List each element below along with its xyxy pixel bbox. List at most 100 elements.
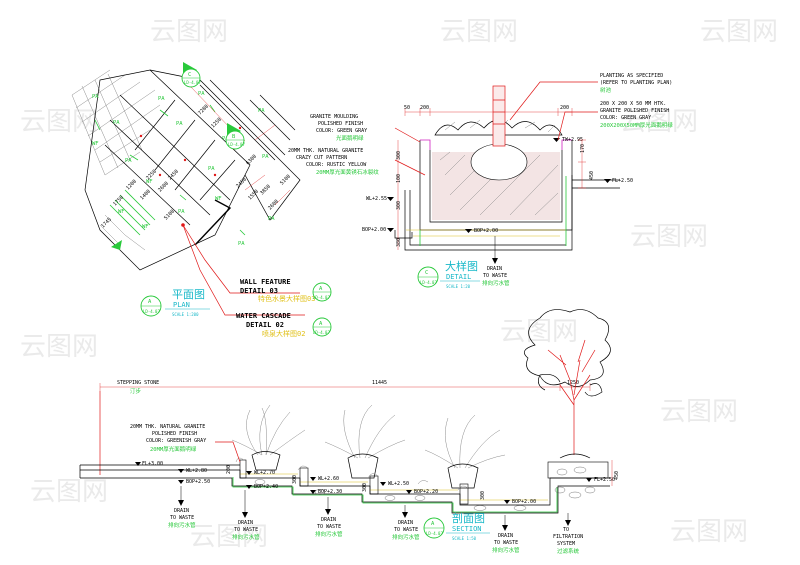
section-title-en: SECTION — [452, 525, 482, 533]
plant-3 — [424, 414, 506, 489]
note-granite: 200 X 200 X 50 MM HTK. — [600, 101, 666, 107]
section-scale: SCALE 1:50 — [452, 536, 477, 541]
level-fl-300: FL+3.00 — [142, 461, 163, 467]
section-drain-1: DRAIN TO WASTE 排向污水管 — [168, 486, 196, 529]
filtration-text: SYSTEM — [557, 541, 575, 547]
tag-pa: PA — [198, 91, 205, 97]
watermark: 云图网 — [440, 17, 518, 47]
watermark: 云图网 — [660, 397, 738, 427]
section-basins — [79, 459, 610, 514]
tag-pa: PA — [158, 96, 165, 102]
filtration-text: TO — [563, 527, 569, 533]
detail-dim-right: 170 — [580, 144, 586, 153]
level-bop-220: BOP+2.20 — [414, 489, 438, 495]
detail-dim-right: 450 — [589, 171, 595, 180]
plan-arrow — [111, 240, 122, 250]
note-crazy: COLOR: RUSTIC YELLOW — [306, 162, 367, 168]
section-mat-note: POLISHED FINISH — [152, 431, 197, 437]
plan-paving — [71, 69, 161, 176]
wall-feature-ref: A — [319, 286, 323, 292]
water-cascade-cn: 喷泉大样图02 — [262, 329, 305, 338]
filtration-cn: 过滤系统 — [557, 547, 580, 555]
plan-dim: 1200 — [125, 179, 138, 192]
section-drain-text: DRAIN — [174, 508, 189, 514]
tag-pa: PA — [262, 154, 269, 160]
plan-dim: 7280 — [197, 104, 210, 117]
watermark: 云图网 — [500, 317, 578, 347]
callout-c-sheet: LD-4.07 — [184, 80, 201, 85]
water-cascade-ref: A — [319, 321, 323, 327]
level-bop2: BOP+2.00 — [474, 228, 498, 234]
section-drain-5: DRAIN TO WASTE 排向污水管 — [492, 515, 520, 554]
detail-ref-sheet: LD-4.07 — [420, 280, 437, 285]
section-drain-text: DRAIN — [498, 533, 513, 539]
section-dims: 200 300 300 300 450 — [226, 460, 620, 500]
planter-hatch — [432, 151, 560, 220]
detail-dim-left: 300 — [396, 201, 402, 210]
section-drain-4: DRAIN TO WASTE 排向污水管 — [392, 505, 420, 541]
wall-feature-detail: DETAIL 03 — [240, 287, 278, 295]
note-granite: GRANITE POLISHED FINISH — [600, 108, 669, 114]
detail-dim-left: 380 — [396, 238, 402, 247]
detail-ref-letter: C — [425, 270, 428, 276]
level-wl-250: WL+2.50 — [388, 481, 409, 487]
section-dim: 200 — [226, 465, 232, 474]
plan-walls — [84, 69, 301, 271]
section-drain-text: TO WASTE — [234, 527, 258, 533]
tag-wf: WF — [118, 209, 125, 215]
detail-scale: SCALE 1:20 — [446, 284, 471, 289]
plan-title-block: A LD-4.07 平面图 PLAN SCALE 1:200 — [140, 288, 210, 317]
note-granite: COLOR: GREEN GRAY — [600, 115, 651, 121]
detail-drain: DRAIN TO WASTE 排向污水管 — [482, 236, 510, 287]
drain-text: DRAIN — [487, 266, 502, 272]
section-note: 20MM THK. NATURAL GRANITE POLISHED FINIS… — [130, 424, 241, 463]
plan-leaders — [181, 223, 305, 316]
stepping-stone-cn: 汀步 — [130, 388, 142, 395]
section-title-cn: 剖面图 — [452, 511, 485, 525]
plan-dim: 1750 — [112, 195, 125, 208]
plan-dimensions: 7280 1250 2250 2600 2450 1200 1750 1400 … — [100, 104, 292, 230]
level-bop: BOP+2.00 — [362, 227, 386, 233]
section-right-dim: 1250 — [567, 380, 579, 386]
detail-dim: 200 — [420, 105, 429, 111]
detail-title-cn: 大样图 — [445, 259, 478, 273]
detail-notes: PLANTING AS SPECIFIED (REFER TO PLANTING… — [288, 73, 673, 176]
note-moulding: POLISHED FINISH — [318, 121, 363, 127]
section-ref-sheet: LD-4.07 — [426, 531, 443, 536]
watermark: 云图网 — [620, 107, 698, 137]
wall-feature-cn: 特色水景大样图03 — [258, 294, 315, 303]
level-bop-230: BOP+2.30 — [318, 489, 342, 495]
plan-ref-sheet: LD-4.07 — [143, 309, 160, 314]
detail-tree-trunk — [492, 85, 506, 147]
wall-feature-sheet: LD-4.07 — [313, 295, 330, 300]
section-mat-note: COLOR: GREENISH GRAY — [146, 438, 206, 444]
watermark: 云图网 — [20, 332, 98, 362]
plan-dim: 5100 — [279, 174, 292, 187]
tag-pa: PA — [178, 209, 185, 215]
detail-c-view: 50 200 1250 200 — [288, 73, 673, 289]
root-ball — [470, 143, 528, 181]
section-drain-cn: 排向污水管 — [492, 546, 520, 554]
tag-pa: PA — [92, 94, 99, 100]
drain-text: TO WASTE — [483, 273, 507, 279]
callout-b-letter: B — [232, 134, 236, 140]
plan-dim: 2450 — [167, 169, 180, 182]
plan-scale: SCALE 1:200 — [172, 312, 199, 317]
water-cascade-sheet: LD-4.07 — [313, 330, 330, 335]
section-drain-cn: 排向污水管 — [315, 530, 343, 538]
section-dim: 450 — [614, 471, 620, 480]
watermark: 云图网 — [150, 17, 228, 47]
note-granite-cn: 200X200X50MM厚光面鹅明绿 — [600, 121, 673, 129]
watermark: 云图网 — [20, 107, 98, 137]
water-cascade-detail: DETAIL 02 — [246, 321, 284, 329]
section-title-block: A LD-4.07 剖面图 SECTION SCALE 1:50 — [423, 511, 490, 541]
plan-dim: 3850 — [259, 184, 272, 197]
level-fl-250: FL+2.50 — [594, 477, 615, 483]
section-mat-note: 20MM THK. NATURAL GRANITE — [130, 424, 205, 430]
detail-dim-left: 100 — [396, 174, 402, 183]
watermark: 云图网 — [190, 522, 268, 552]
plan-title-en: PLAN — [173, 301, 190, 309]
level-wl: WL+2.55 — [366, 196, 387, 202]
section-dim: 300 — [292, 475, 298, 484]
watermark: 云图网 — [700, 17, 778, 47]
